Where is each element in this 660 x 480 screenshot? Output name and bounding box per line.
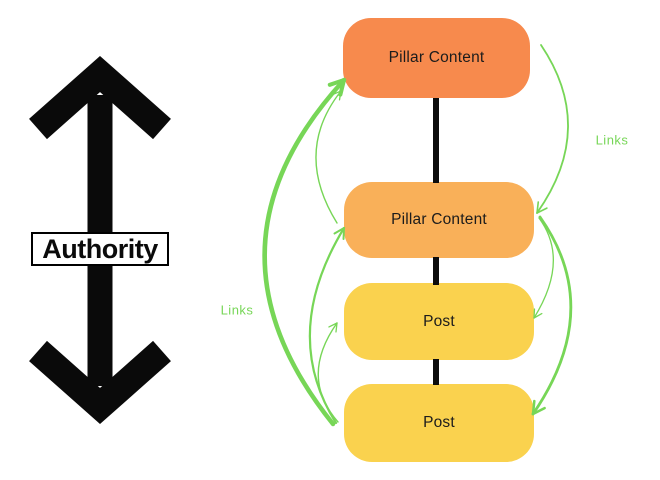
node-pillar-content-1: Pillar Content [343,18,530,98]
arrowhead [332,90,342,96]
arrowhead [333,227,345,235]
arrowhead [536,207,548,214]
node-label: Post [423,312,455,330]
link-arrow-post-2-to-pillar-content-1 [262,77,347,427]
arrowhead [338,90,342,101]
arrow-down-head [29,340,171,425]
arrowhead [328,322,338,328]
node-label: Pillar Content [391,211,487,228]
arrowhead [536,201,540,214]
link-arrow-post-2-to-pillar-content-2 [308,226,346,425]
link-arrow-pillar-content-2-to-pillar-content-1 [315,90,342,224]
arrowhead [531,406,546,416]
link-arrow-pillar-content-2-to-post-2 [531,215,573,416]
arrowhead [338,77,347,97]
arrow-up-head [29,55,171,140]
link-arrow-post-2-to-post-1 [317,322,339,423]
links-label-left: Links [220,302,254,318]
links-label-right: Links [595,132,629,148]
node-post-2: Post [344,384,534,462]
node-label: Pillar Content [388,49,485,66]
link-arrow-pillar-content-1-to-pillar-content-2 [536,44,569,214]
node-label: Post [423,414,455,431]
arrowhead [327,77,347,87]
node-post-1: Post [344,283,534,360]
link-arrow-pillar-content-2-to-post-1 [533,217,554,319]
arrowhead [335,322,338,333]
authority-label: Authority [31,232,169,266]
arrowhead [533,312,543,319]
node-pillar-content-2: Pillar Content [344,182,534,258]
